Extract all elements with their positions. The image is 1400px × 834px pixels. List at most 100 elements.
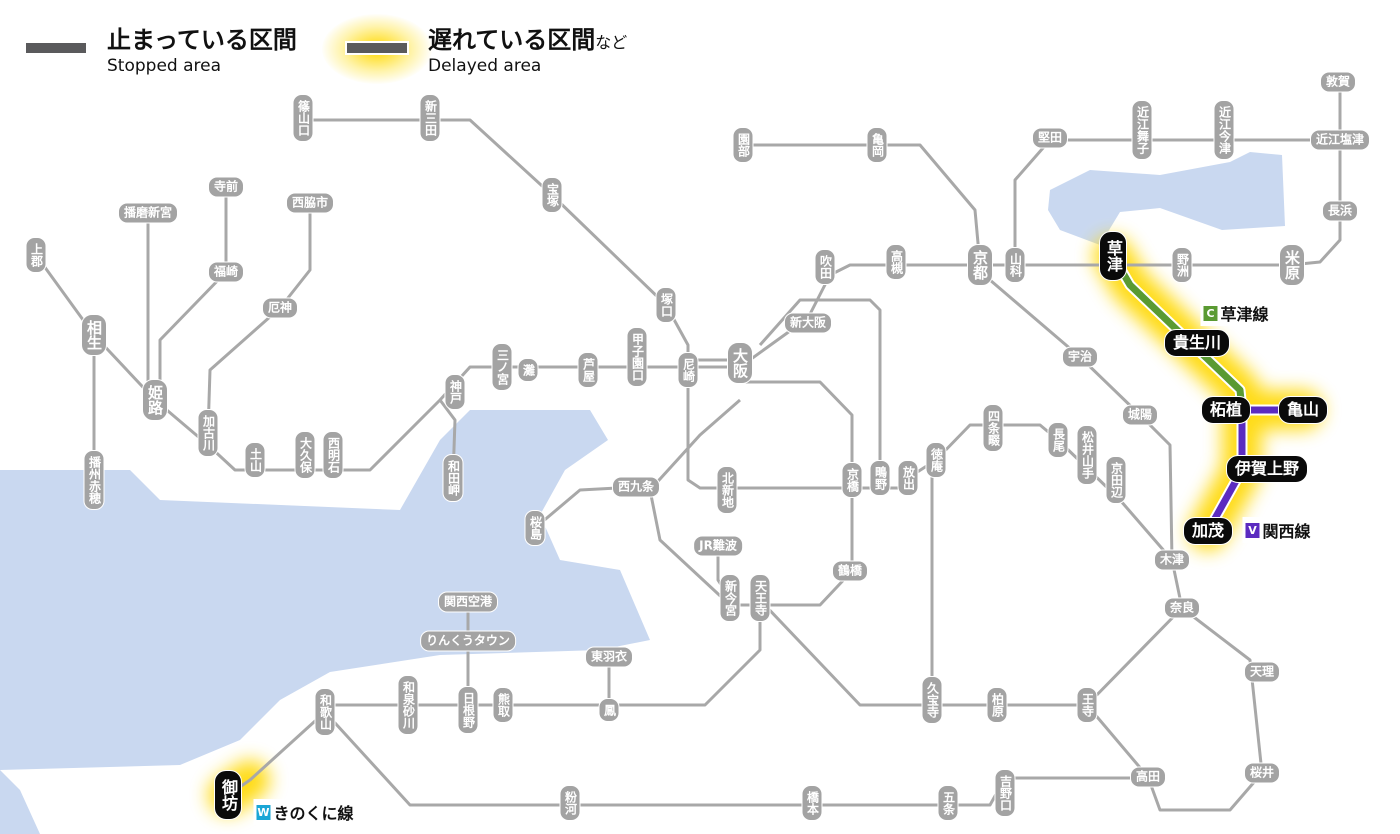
station-normal[interactable]: 上郡 [25, 237, 47, 273]
station-normal[interactable]: 厄神 [261, 297, 299, 319]
line-name: 関西線 [1262, 522, 1311, 541]
station-normal[interactable]: 敦賀 [1319, 71, 1357, 93]
station-normal[interactable]: 天理 [1243, 661, 1281, 683]
station-normal[interactable]: 和歌山 [314, 688, 336, 736]
station-normal[interactable]: 橋本 [801, 785, 823, 821]
station-normal[interactable]: 長尾 [1047, 422, 1069, 458]
station-normal[interactable]: 天王寺 [749, 574, 771, 622]
station-normal[interactable]: 徳庵 [925, 442, 947, 478]
station-normal[interactable]: 西明石 [322, 431, 344, 479]
station-normal[interactable]: 灘 [517, 358, 539, 382]
station-normal[interactable]: 吉野口 [994, 769, 1016, 817]
station-normal[interactable]: 松井山手 [1076, 425, 1098, 485]
station-normal[interactable]: 西脇市 [285, 192, 335, 214]
station-normal[interactable]: 桜島 [524, 510, 546, 546]
station-normal[interactable]: 土山 [244, 442, 266, 478]
line-badge: V [1245, 522, 1260, 538]
station-normal[interactable]: 京田辺 [1105, 456, 1127, 504]
station-normal[interactable]: 高田 [1129, 766, 1167, 788]
station-normal[interactable]: 寺前 [207, 176, 245, 198]
station-normal[interactable]: 宝塚 [541, 177, 563, 213]
station-delayed[interactable]: 亀山 [1277, 396, 1329, 424]
station-normal[interactable]: 近江塩津 [1309, 129, 1371, 151]
station-normal[interactable]: 放出 [897, 460, 919, 496]
station-normal[interactable]: 熊取 [492, 687, 514, 723]
station-normal[interactable]: 堅田 [1031, 127, 1069, 149]
line-badge: C [1203, 305, 1218, 321]
station-normal[interactable]: JR難波 [693, 535, 743, 557]
station-normal[interactable]: 鴫野 [869, 460, 891, 496]
delayed-swatch [345, 41, 409, 55]
station-normal[interactable]: 四条畷 [982, 404, 1004, 452]
station-normal[interactable]: 篠山口 [292, 94, 314, 142]
delayed-label-jp: 遅れている区間など [428, 26, 627, 57]
station-normal[interactable]: 神戸 [444, 374, 466, 410]
station-normal[interactable]: 京橋 [841, 462, 863, 498]
station-normal[interactable]: 北新地 [716, 466, 738, 514]
station-normal[interactable]: 木津 [1153, 549, 1191, 571]
station-normal[interactable]: 野洲 [1171, 247, 1193, 283]
station-normal[interactable]: 西九条 [611, 476, 661, 498]
osaka-bay [0, 410, 650, 770]
station-normal[interactable]: 姫路 [142, 379, 168, 421]
station-normal[interactable]: 山科 [1004, 247, 1026, 283]
station-normal[interactable]: 城陽 [1121, 404, 1159, 426]
station-normal[interactable]: 新三田 [419, 94, 441, 142]
station-normal[interactable]: 粉河 [559, 785, 581, 821]
delayed-label-en: Delayed area [428, 56, 542, 76]
station-normal[interactable]: 近江今津 [1213, 100, 1235, 160]
station-normal[interactable]: 新大阪 [783, 312, 833, 334]
station-normal[interactable]: 日根野 [457, 686, 479, 734]
station-normal[interactable]: 鶴橋 [831, 560, 869, 582]
line-name: 草津線 [1220, 305, 1269, 324]
station-normal[interactable]: 宇治 [1061, 346, 1099, 368]
station-normal[interactable]: 米原 [1279, 244, 1305, 286]
station-normal[interactable]: 関西空港 [437, 591, 499, 613]
station-normal[interactable]: 塚口 [655, 287, 677, 323]
station-normal[interactable]: 近江舞子 [1131, 100, 1153, 160]
station-delayed[interactable]: 加茂 [1182, 517, 1234, 545]
lake-biwa [1048, 152, 1285, 245]
station-normal[interactable]: 鳳 [598, 698, 620, 722]
station-delayed[interactable]: 草津 [1099, 231, 1127, 281]
station-normal[interactable]: 甲子園口 [626, 327, 648, 387]
station-normal[interactable]: 尼崎 [677, 352, 699, 388]
station-normal[interactable]: 播磨新宮 [117, 202, 179, 224]
stopped-label-en: Stopped area [107, 56, 222, 76]
station-normal[interactable]: 相生 [81, 314, 107, 356]
station-normal[interactable]: 三ノ宮 [491, 343, 513, 391]
station-normal[interactable]: 大久保 [294, 431, 316, 479]
station-normal[interactable]: 長浜 [1321, 200, 1359, 222]
station-normal[interactable]: 東羽衣 [584, 646, 634, 668]
station-normal[interactable]: 京都 [967, 244, 993, 286]
station-delayed[interactable]: 御坊 [214, 770, 242, 820]
station-normal[interactable]: 五条 [937, 785, 959, 821]
station-normal[interactable]: 久宝寺 [921, 676, 943, 724]
station-normal[interactable]: りんくうタウン [420, 630, 516, 652]
station-normal[interactable]: 新今宮 [719, 574, 741, 622]
station-delayed[interactable]: 伊賀上野 [1225, 455, 1309, 483]
station-normal[interactable]: 園部 [732, 127, 754, 163]
station-normal[interactable]: 播州赤穂 [83, 450, 105, 510]
station-normal[interactable]: 芦屋 [577, 352, 599, 388]
station-normal[interactable]: 加古川 [197, 409, 219, 457]
station-normal[interactable]: 福崎 [207, 261, 245, 283]
station-normal[interactable]: 亀岡 [866, 127, 888, 163]
station-normal[interactable]: 和泉砂川 [397, 675, 419, 735]
station-normal[interactable]: 高槻 [885, 244, 907, 280]
legend: 止まっている区間 Stopped area 遅れている区間など Delayed … [0, 14, 700, 84]
station-normal[interactable]: 王寺 [1076, 687, 1098, 723]
station-normal[interactable]: 奈良 [1163, 597, 1201, 619]
station-normal[interactable]: 吹田 [814, 249, 836, 285]
station-normal[interactable]: 和田岬 [442, 454, 464, 502]
station-delayed[interactable]: 貴生川 [1163, 329, 1231, 357]
station-normal[interactable]: 大阪 [727, 342, 753, 384]
line-name: きのくに線 [273, 804, 354, 823]
station-normal[interactable]: 柏原 [986, 687, 1008, 723]
station-normal[interactable]: 桜井 [1243, 762, 1281, 784]
station-delayed[interactable]: 柘植 [1200, 396, 1252, 424]
delayed-label-main: 遅れている区間 [428, 26, 596, 54]
